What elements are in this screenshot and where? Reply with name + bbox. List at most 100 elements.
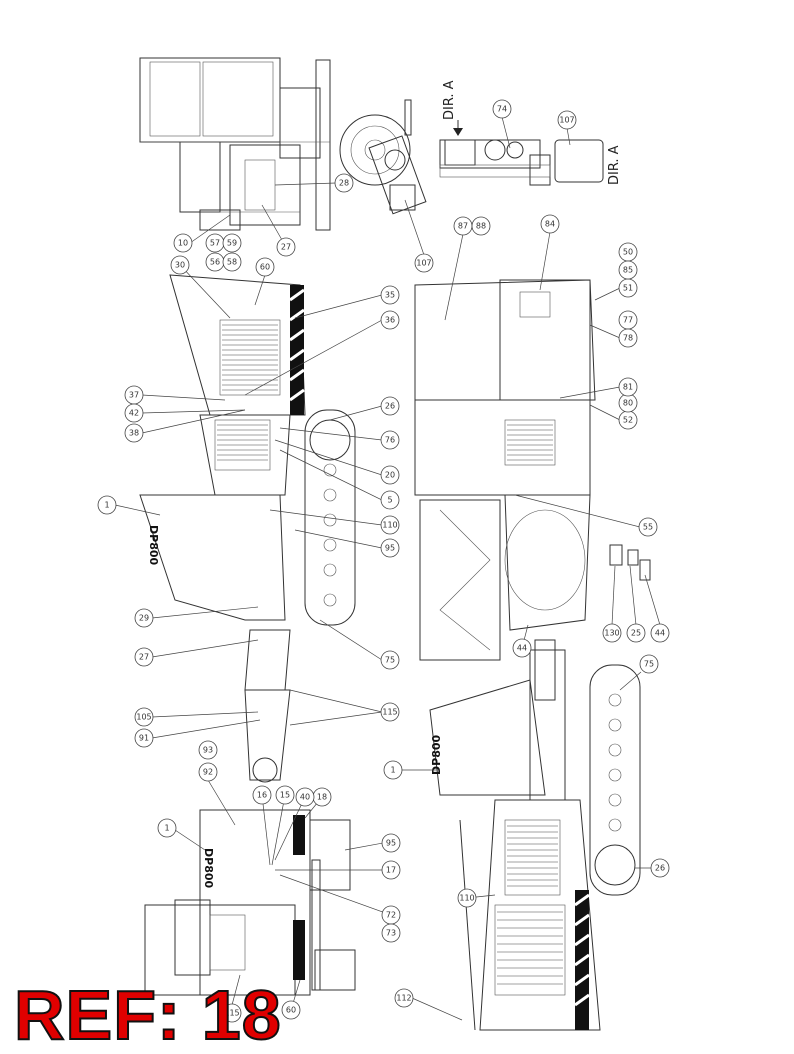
callout-1-c: 1 bbox=[157, 818, 206, 851]
callout-55: 55 bbox=[514, 494, 658, 537]
callout-74: 74 bbox=[492, 99, 512, 149]
callout-95-b: 95 bbox=[344, 833, 401, 853]
svg-text:50: 50 bbox=[623, 248, 633, 257]
callout-36: 36 bbox=[244, 310, 400, 396]
callout-20: 20 bbox=[274, 439, 400, 485]
callout-80: 80 bbox=[618, 393, 638, 413]
svg-text:60: 60 bbox=[260, 263, 270, 272]
callout-52: 52 bbox=[589, 404, 638, 430]
svg-text:84: 84 bbox=[545, 220, 555, 229]
callout-17: 17 bbox=[275, 860, 401, 880]
svg-text:95: 95 bbox=[386, 839, 396, 848]
callout-50: 50 bbox=[618, 242, 638, 262]
callout-10: 10 bbox=[173, 214, 231, 253]
svg-text:40: 40 bbox=[300, 793, 310, 802]
svg-text:42: 42 bbox=[129, 409, 139, 418]
callout-30: 30 bbox=[170, 255, 231, 319]
callout-38: 38 bbox=[124, 409, 246, 443]
svg-text:36: 36 bbox=[385, 316, 395, 325]
svg-text:72: 72 bbox=[386, 911, 396, 920]
callout-110-a: 110 bbox=[269, 509, 400, 535]
callout-91: 91 bbox=[134, 719, 261, 748]
svg-text:107: 107 bbox=[559, 116, 574, 125]
svg-text:26: 26 bbox=[385, 402, 395, 411]
svg-text:110: 110 bbox=[382, 521, 397, 530]
svg-text:81: 81 bbox=[623, 383, 633, 392]
svg-text:1: 1 bbox=[164, 824, 169, 833]
callout-95-a: 95 bbox=[294, 529, 400, 558]
svg-text:130: 130 bbox=[604, 629, 619, 638]
svg-text:56: 56 bbox=[210, 258, 220, 267]
callout-85: 85 bbox=[618, 260, 638, 280]
callout-107-b: 107 bbox=[557, 110, 577, 146]
callout-88: 88 bbox=[471, 216, 491, 236]
svg-text:80: 80 bbox=[623, 399, 633, 408]
svg-text:58: 58 bbox=[227, 258, 237, 267]
callout-51: 51 bbox=[594, 278, 638, 301]
callout-44-a: 44 bbox=[512, 624, 532, 658]
svg-text:87: 87 bbox=[458, 222, 468, 231]
direction-a-detail: DIR. A DIR. A bbox=[439, 80, 622, 186]
svg-text:44: 44 bbox=[517, 644, 527, 653]
side-view-machine: DP800 bbox=[139, 274, 356, 783]
callout-59: 59 bbox=[222, 233, 242, 253]
model-label-3: DP800 bbox=[202, 848, 215, 889]
svg-text:115: 115 bbox=[382, 708, 397, 717]
dir-a-label-1: DIR. A bbox=[442, 80, 457, 120]
svg-text:110: 110 bbox=[459, 894, 474, 903]
svg-text:37: 37 bbox=[129, 391, 139, 400]
callout-37: 37 bbox=[124, 385, 226, 405]
svg-text:78: 78 bbox=[623, 334, 633, 343]
svg-text:55: 55 bbox=[643, 523, 653, 532]
svg-text:38: 38 bbox=[129, 429, 139, 438]
svg-text:115: 115 bbox=[224, 1009, 239, 1018]
callout-112: 112 bbox=[394, 988, 463, 1021]
callout-73: 73 bbox=[381, 923, 401, 943]
callout-115-a: 115 bbox=[289, 689, 400, 726]
callout-25: 25 bbox=[626, 565, 646, 643]
callout-92: 92 bbox=[198, 762, 236, 826]
callout-75-b: 75 bbox=[619, 654, 659, 691]
svg-text:95: 95 bbox=[385, 544, 395, 553]
svg-text:92: 92 bbox=[203, 768, 213, 777]
dir-a-label-2: DIR. A bbox=[607, 145, 622, 185]
callout-130: 130 bbox=[602, 565, 622, 643]
svg-text:59: 59 bbox=[227, 239, 237, 248]
svg-text:27: 27 bbox=[281, 243, 291, 252]
callout-78: 78 bbox=[589, 324, 638, 348]
svg-text:91: 91 bbox=[139, 734, 149, 743]
callout-81: 81 bbox=[559, 377, 638, 399]
svg-text:75: 75 bbox=[644, 660, 654, 669]
svg-text:20: 20 bbox=[385, 471, 395, 480]
callout-77: 77 bbox=[618, 310, 638, 330]
rear-cab-view bbox=[139, 57, 331, 231]
callout-60-b: 60 bbox=[281, 979, 301, 1020]
svg-text:60: 60 bbox=[286, 1006, 296, 1015]
svg-text:15: 15 bbox=[280, 791, 290, 800]
callout-87: 87 bbox=[444, 216, 473, 321]
callout-58: 58 bbox=[222, 252, 242, 272]
callout-28: 28 bbox=[274, 173, 354, 193]
callout-56: 56 bbox=[205, 252, 225, 272]
callout-40: 40 bbox=[274, 787, 315, 861]
callout-75-a: 75 bbox=[319, 619, 400, 670]
callout-27-b: 27 bbox=[134, 639, 259, 667]
svg-text:30: 30 bbox=[175, 261, 185, 270]
callout-29: 29 bbox=[134, 606, 259, 628]
svg-text:28: 28 bbox=[339, 179, 349, 188]
svg-text:10: 10 bbox=[178, 239, 188, 248]
callout-5: 5 bbox=[279, 449, 400, 510]
callout-26-b: 26 bbox=[635, 858, 670, 878]
svg-text:52: 52 bbox=[623, 416, 633, 425]
svg-text:16: 16 bbox=[257, 791, 267, 800]
lower-side-view-machine: DP800 bbox=[429, 649, 641, 1031]
svg-text:75: 75 bbox=[385, 656, 395, 665]
svg-text:25: 25 bbox=[631, 629, 641, 638]
ref-label: REF: 18 bbox=[13, 976, 282, 1054]
callout-35: 35 bbox=[294, 285, 400, 319]
svg-text:85: 85 bbox=[623, 266, 633, 275]
svg-text:74: 74 bbox=[497, 105, 507, 114]
svg-text:17: 17 bbox=[386, 866, 396, 875]
callout-27-a: 27 bbox=[261, 204, 296, 257]
